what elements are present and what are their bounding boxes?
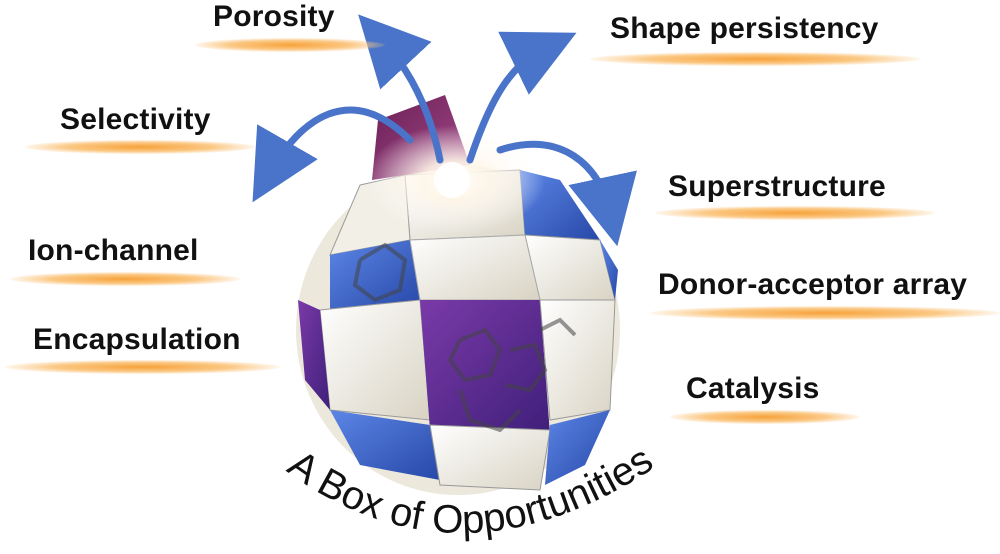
swoosh-donor-acceptor	[650, 306, 1000, 320]
label-selectivity: Selectivity	[60, 103, 211, 136]
arrow-shape-persistency	[466, 31, 577, 164]
label-ion-channel: Ion-channel	[28, 234, 199, 267]
label-superstructure: Superstructure	[668, 170, 886, 203]
swoosh-selectivity	[25, 140, 255, 154]
label-donor-acceptor: Donor-acceptor array	[658, 268, 968, 301]
label-shape-persistency: Shape persistency	[610, 12, 879, 45]
label-encapsulation: Encapsulation	[33, 323, 241, 356]
label-catalysis: Catalysis	[686, 372, 820, 405]
molecular-box-sphere	[296, 165, 620, 495]
swoosh-superstructure	[655, 206, 935, 220]
swoosh-shape-persistency	[590, 52, 920, 66]
swoosh-catalysis	[670, 410, 860, 424]
arrow-selectivity	[252, 106, 414, 203]
swoosh-ion-channel	[10, 272, 240, 286]
arrow-superstructure	[496, 140, 637, 247]
arrow-porosity	[358, 14, 444, 164]
label-porosity: Porosity	[213, 0, 335, 33]
swoosh-encapsulation	[5, 360, 280, 374]
swoosh-porosity	[195, 38, 385, 52]
